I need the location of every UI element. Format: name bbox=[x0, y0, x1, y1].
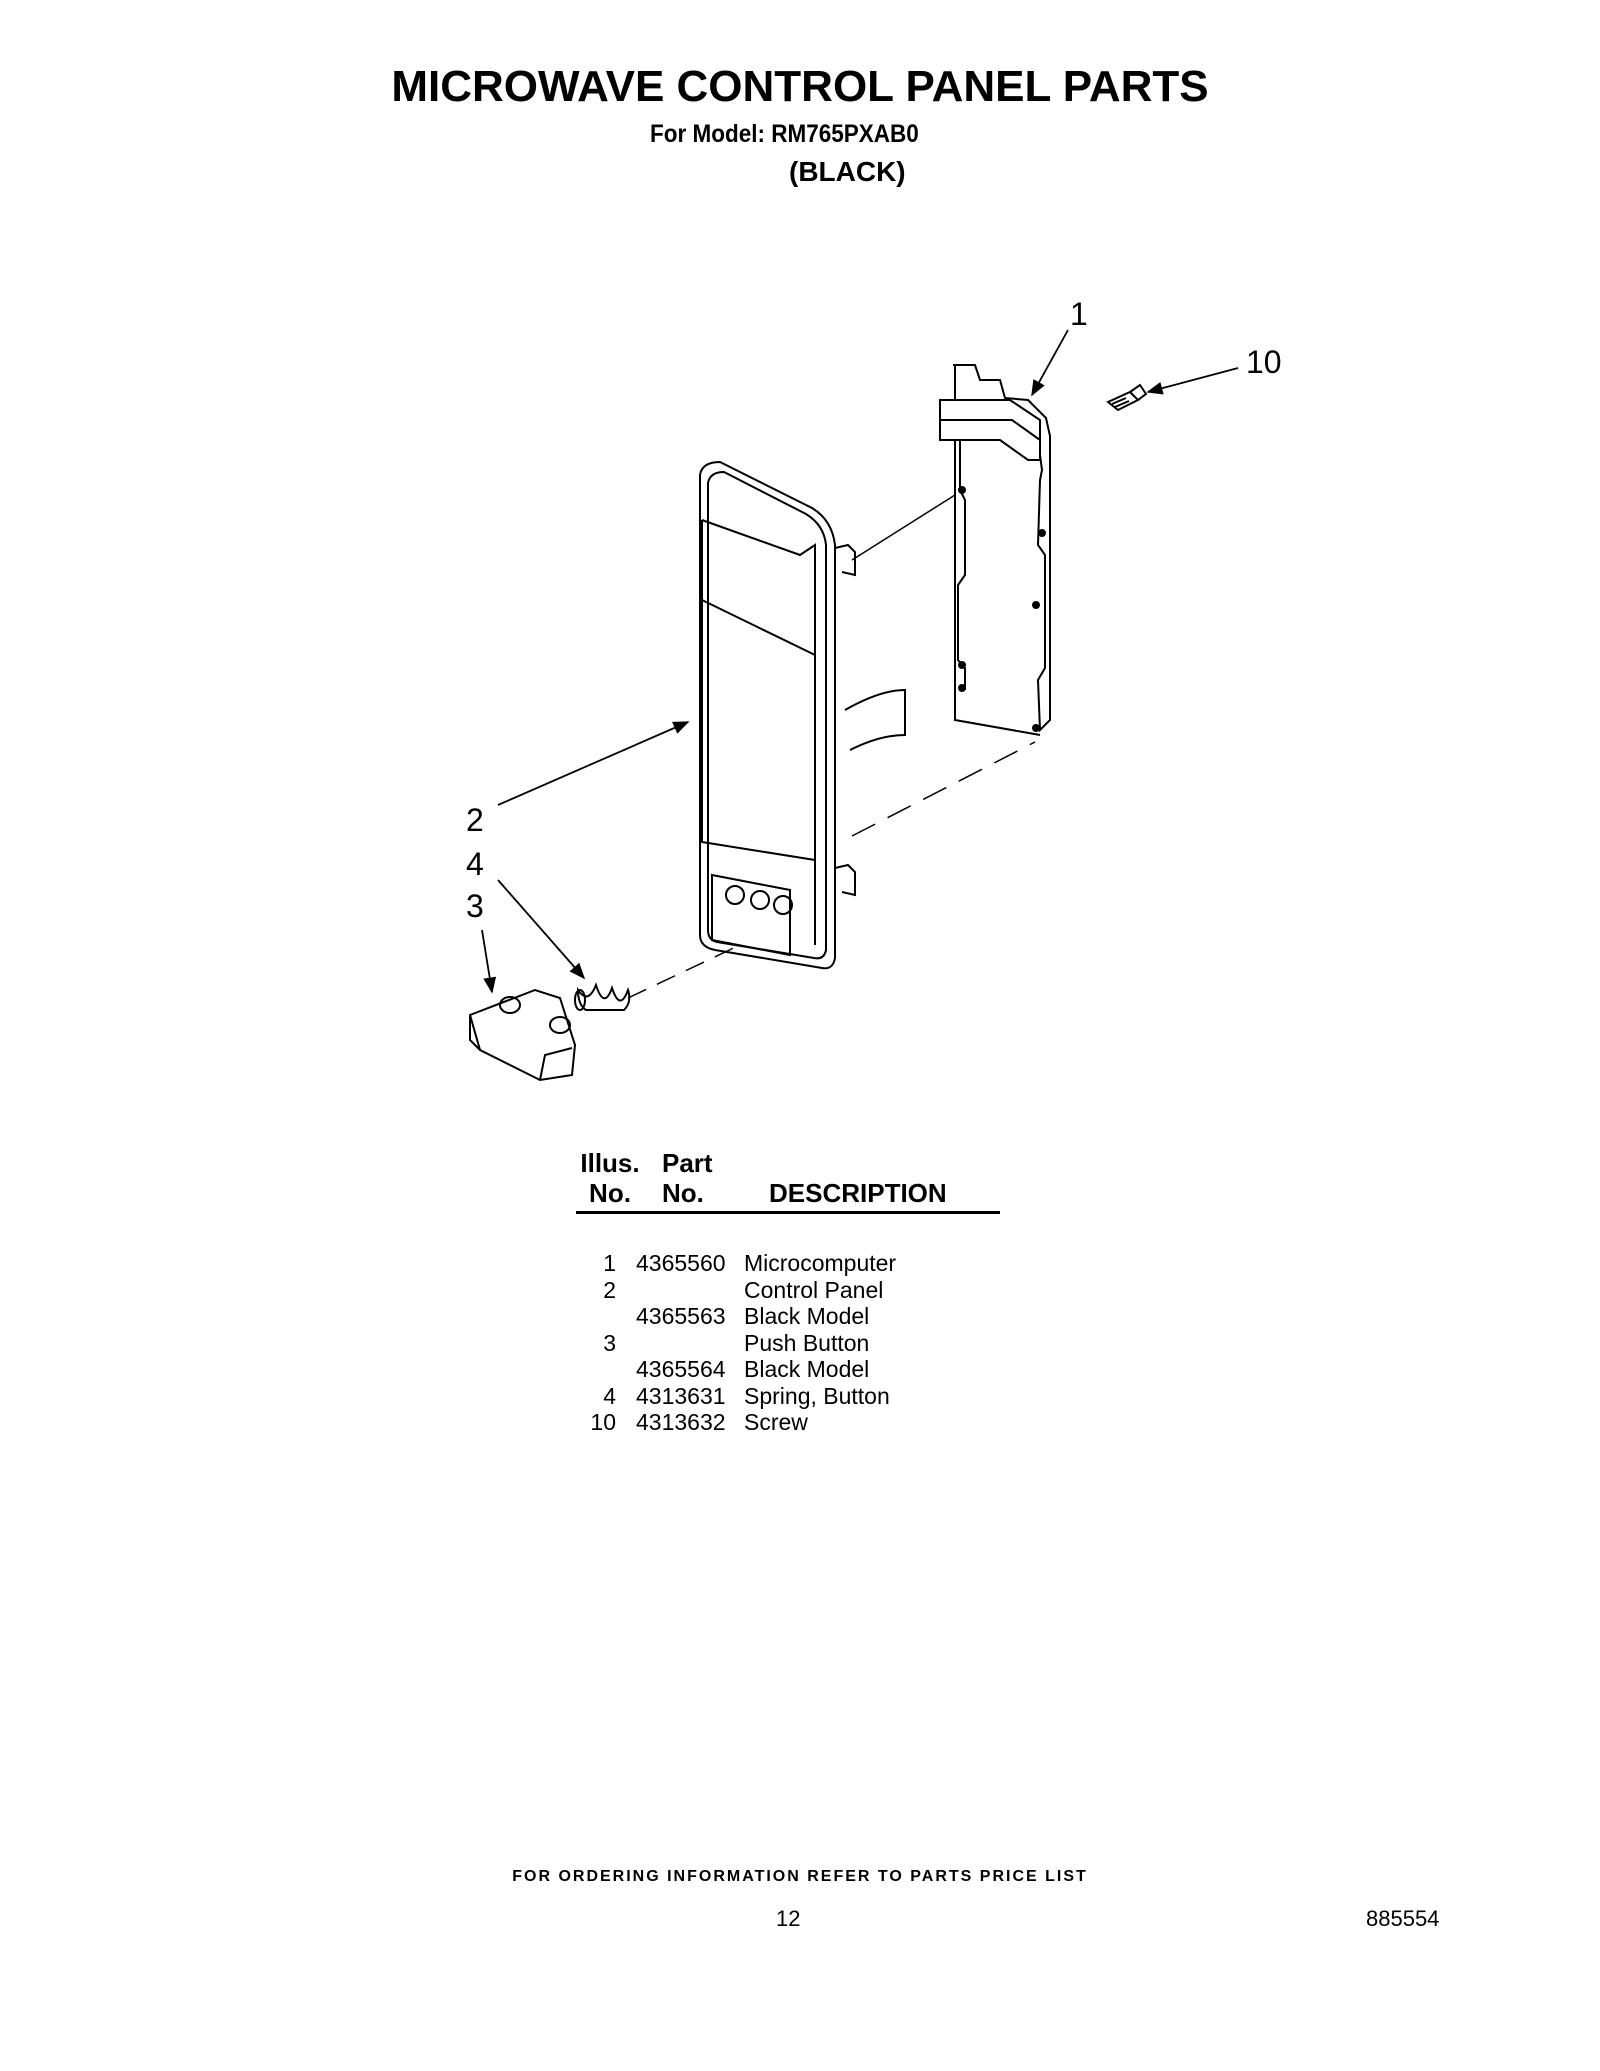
illus-no-cell: 4 bbox=[603, 1382, 616, 1409]
part-no-cell: 4365563 bbox=[636, 1303, 726, 1329]
part-no-cell: 4365560 bbox=[636, 1250, 726, 1276]
part-no-cell: 4313632 bbox=[636, 1409, 726, 1435]
illus-no-cell bbox=[560, 1303, 616, 1330]
page-number: 12 bbox=[776, 1906, 801, 1931]
callout-2: 2 bbox=[466, 802, 484, 838]
microcomputer-board bbox=[939, 364, 1051, 736]
exploded-parts-diagram bbox=[469, 329, 1239, 1082]
document-number: 885554 bbox=[1366, 1906, 1440, 1931]
part-no-cell bbox=[616, 1277, 742, 1304]
description-cell: Microcomputer bbox=[744, 1250, 897, 1276]
push-button bbox=[469, 988, 577, 1082]
illus-no-cell: 3 bbox=[603, 1329, 616, 1356]
table-row: 2 Control Panel bbox=[560, 1277, 896, 1304]
part-no-cell: 4313631 bbox=[636, 1382, 726, 1409]
model-variant: (BLACK) bbox=[789, 156, 906, 187]
table-row: 3 Push Button bbox=[560, 1330, 896, 1357]
table-row: 10 4313632 Screw bbox=[560, 1409, 896, 1436]
ordering-note: FOR ORDERING INFORMATION REFER TO PARTS … bbox=[512, 1868, 1088, 1885]
table-row: 4365563 Black Model bbox=[560, 1303, 896, 1330]
callout-10: 10 bbox=[1246, 344, 1282, 380]
part-no-header: Part No. bbox=[662, 1148, 713, 1208]
illus-no-cell: 10 bbox=[590, 1409, 616, 1435]
callout-4: 4 bbox=[466, 846, 484, 882]
control-panel bbox=[699, 460, 906, 970]
illus-no-header: Illus. No. bbox=[580, 1148, 640, 1208]
description-cell: Control Panel bbox=[744, 1276, 884, 1303]
screw bbox=[1106, 383, 1148, 412]
page-title: MICROWAVE CONTROL PANEL PARTS bbox=[391, 62, 1209, 111]
callout-1: 1 bbox=[1070, 296, 1088, 332]
part-no-cell bbox=[616, 1330, 742, 1357]
callout-3: 3 bbox=[466, 888, 484, 924]
spring bbox=[574, 982, 631, 1011]
header-rule bbox=[576, 1211, 1000, 1214]
description-header: DESCRIPTION bbox=[769, 1178, 947, 1208]
description-cell: Spring, Button bbox=[744, 1382, 890, 1409]
illus-no-cell: 2 bbox=[603, 1276, 616, 1303]
table-row: 4365564 Black Model bbox=[560, 1356, 896, 1383]
table-row: 4 4313631 Spring, Button bbox=[560, 1383, 896, 1410]
description-cell: Screw bbox=[744, 1409, 808, 1435]
part-no-cell: 4365564 bbox=[636, 1356, 726, 1382]
description-cell: Push Button bbox=[744, 1329, 870, 1356]
illus-no-cell bbox=[560, 1356, 616, 1383]
description-cell: Black Model bbox=[744, 1356, 870, 1382]
table-row: 1 4365560 Microcomputer bbox=[560, 1250, 896, 1277]
description-cell: Black Model bbox=[744, 1303, 870, 1329]
model-line: For Model: RM765PXAB0 bbox=[650, 120, 919, 148]
illus-no-cell: 1 bbox=[603, 1250, 616, 1276]
